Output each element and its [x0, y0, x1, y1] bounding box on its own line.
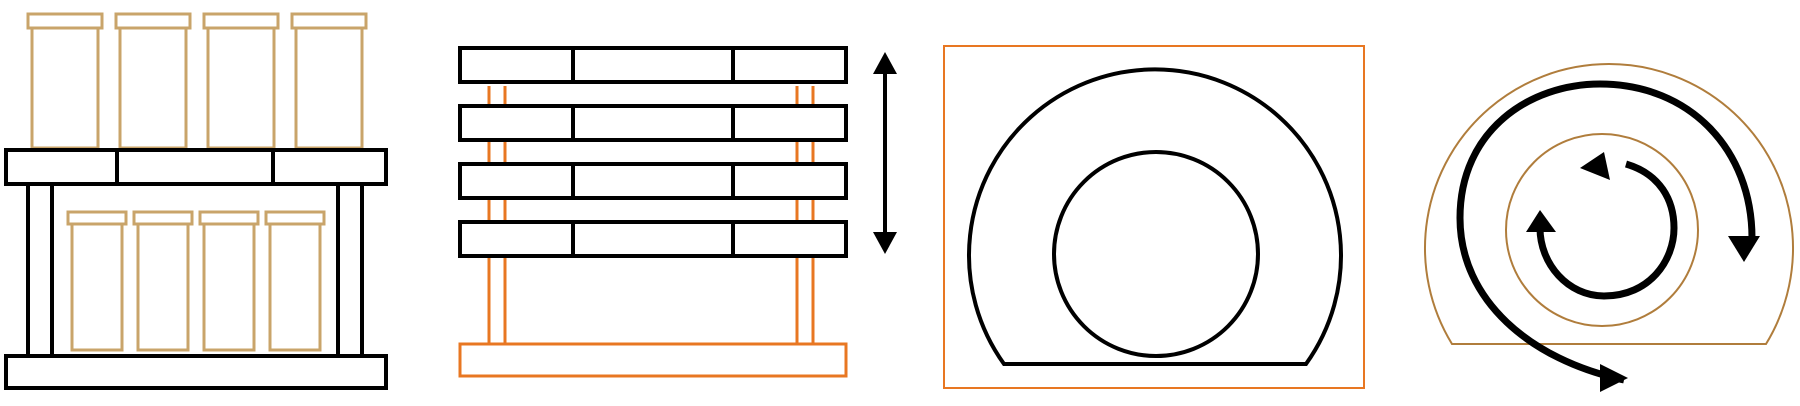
outer-arch	[1424, 63, 1794, 345]
counterclockwise-arrow	[1526, 152, 1678, 300]
outer-arch	[967, 67, 1343, 366]
carton-row-top	[26, 12, 368, 150]
panel-rotating-tunnel	[1424, 63, 1794, 392]
pallet-stack	[458, 46, 848, 258]
panel-pallet-rack	[4, 12, 388, 390]
double-headed-vertical-arrow	[873, 52, 897, 254]
panel-tunnel-cross-section	[943, 45, 1365, 389]
carton-row-bottom	[66, 210, 326, 352]
rack-frame	[4, 148, 388, 390]
frame	[943, 45, 1365, 389]
panel-stacked-pallets	[458, 46, 897, 378]
inner-arch	[1505, 133, 1699, 327]
clockwise-arrow	[1456, 80, 1760, 392]
inner-circle	[1052, 150, 1260, 358]
